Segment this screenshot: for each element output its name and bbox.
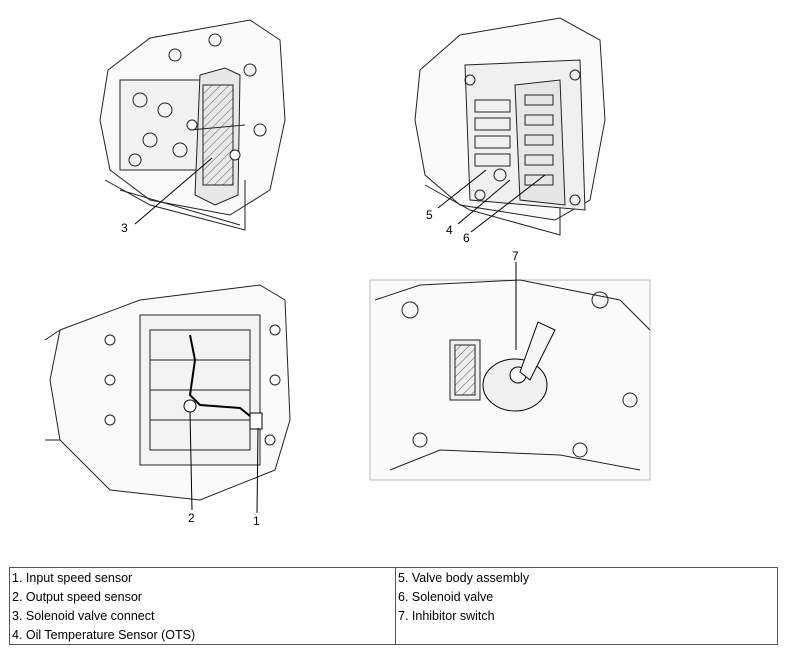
- drawing-valve-body: [414, 17, 606, 236]
- legend-item: 2. Output speed sensor: [12, 590, 142, 604]
- callout-3: 3: [121, 221, 128, 235]
- legend-item: 4. Oil Temperature Sensor (OTS): [12, 628, 196, 642]
- legend-column-right: 5. Valve body assembly 6. Solenoid valve…: [396, 568, 777, 644]
- legend-item: 3. Solenoid valve connect: [12, 609, 155, 623]
- legend-table: 1. Input speed sensor 2. Output speed se…: [9, 567, 778, 645]
- callout-4: 4: [446, 223, 453, 237]
- legend-item: 1. Input speed sensor: [12, 571, 133, 585]
- callout-1: 1: [253, 514, 260, 528]
- callout-6: 6: [463, 231, 470, 245]
- legend-item: 6. Solenoid valve: [398, 590, 494, 604]
- component-location-figure: 3 5 4 6 7 2 1: [44, 17, 651, 528]
- drawing-inhibitor-switch: [369, 262, 651, 481]
- legend-column-left: 1. Input speed sensor 2. Output speed se…: [10, 568, 396, 644]
- callout-7: 7: [512, 249, 519, 263]
- callout-2: 2: [188, 511, 195, 525]
- line-drawings: [44, 17, 651, 514]
- callout-5: 5: [426, 208, 433, 222]
- legend-item: 5. Valve body assembly: [398, 571, 530, 585]
- drawing-solenoid-connector: [99, 19, 286, 231]
- drawing-speed-sensors: [44, 284, 291, 514]
- legend-item: 7. Inhibitor switch: [398, 609, 495, 623]
